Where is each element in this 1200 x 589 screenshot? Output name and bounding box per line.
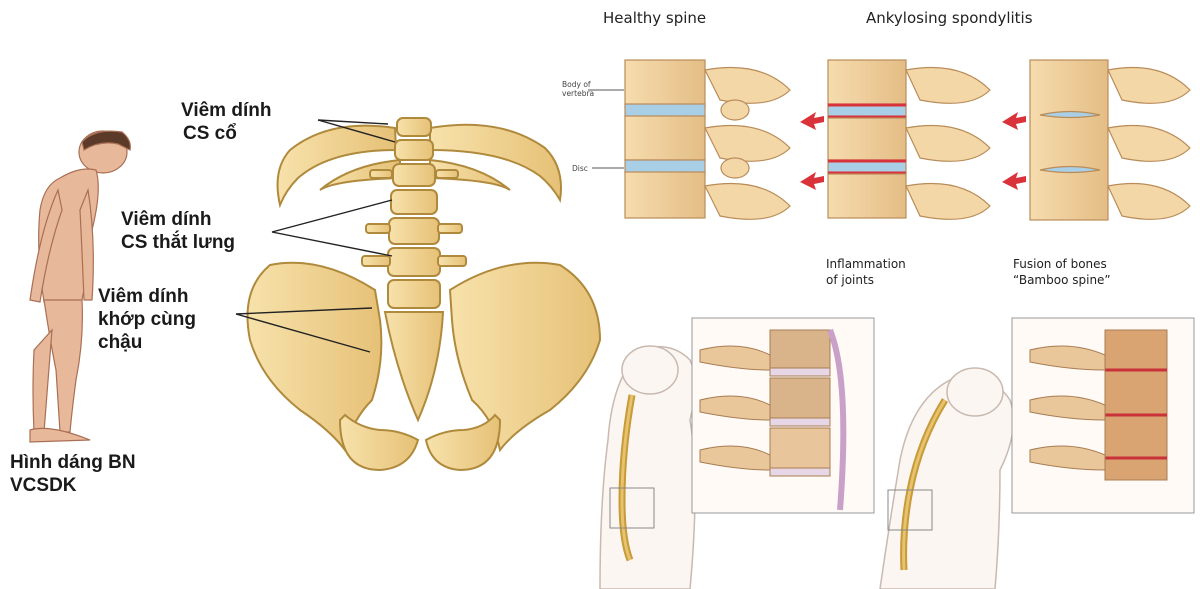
label-sacroiliac: Viêm dính khớp cùng chậu: [98, 285, 196, 354]
label-sacroiliac-line2: khớp cùng: [98, 308, 196, 331]
ankylosing-spondylitis-title: Ankylosing spondylitis: [866, 9, 1033, 27]
body-of-vertebra-label: Body of vertebra: [562, 80, 594, 98]
label-lumbar: Viêm dính CS thắt lưng: [121, 208, 235, 254]
label-lumbar-line1: Viêm dính: [121, 208, 235, 231]
inflammation-line1: Inflammation: [826, 256, 906, 272]
body-of-vertebra-line1: Body of: [562, 80, 594, 89]
label-cervical: Viêm dính CS cổ: [181, 99, 271, 145]
label-sacroiliac-line3: chậu: [98, 331, 196, 354]
fusion-label: Fusion of bones “Bamboo spine”: [1013, 256, 1111, 288]
healthy-spine-title: Healthy spine: [603, 9, 706, 27]
spine-pelvis-illustration: [248, 118, 601, 470]
inflammation-arrows: [800, 112, 824, 190]
fusion-line2: “Bamboo spine”: [1013, 272, 1111, 288]
inflammation-panel: [828, 60, 990, 219]
fusion-line1: Fusion of bones: [1013, 256, 1111, 272]
disc-label: Disc: [572, 164, 588, 173]
fusion-panel: [1030, 60, 1190, 220]
label-cervical-line2: CS cổ: [181, 122, 271, 145]
label-patient-line2: VCSDK: [10, 474, 136, 497]
inflammation-line2: of joints: [826, 272, 906, 288]
label-sacroiliac-line1: Viêm dính: [98, 285, 196, 308]
healthy-spine-panel: [625, 60, 790, 219]
label-lumbar-line2: CS thắt lưng: [121, 231, 235, 254]
fusion-arrows: [1002, 112, 1026, 190]
label-patient: Hình dáng BN VCSDK: [10, 451, 136, 497]
inflammation-label: Inflammation of joints: [826, 256, 906, 288]
label-cervical-line1: Viêm dính: [181, 99, 271, 122]
body-of-vertebra-line2: vertebra: [562, 89, 594, 98]
label-patient-line1: Hình dáng BN: [10, 451, 136, 474]
fused-spine-detail: [1030, 330, 1167, 480]
